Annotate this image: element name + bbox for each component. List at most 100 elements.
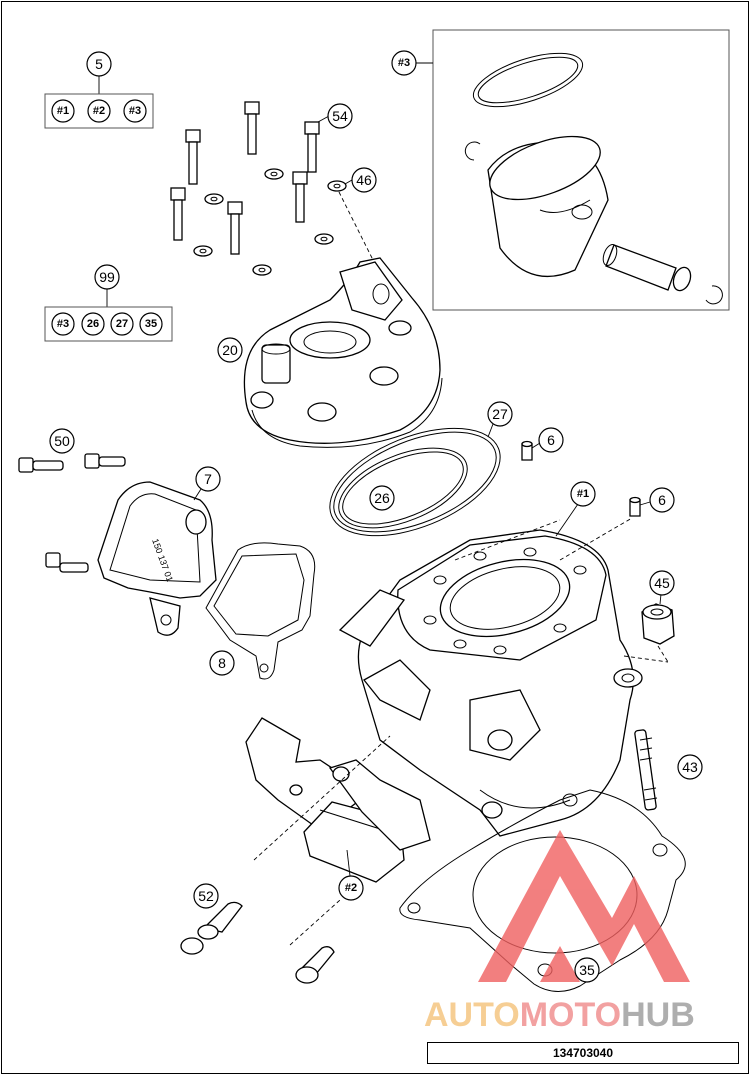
svg-text:5: 5 [95,56,103,72]
head-bolt[interactable] [244,101,260,155]
kit-99-item-4[interactable]: 35 [139,312,163,336]
callout-7[interactable]: 7 [195,466,221,492]
piston-circlip-right[interactable] [705,285,723,305]
piston-kit-box [432,29,730,311]
callout-52[interactable]: 52 [193,883,219,909]
screw-52[interactable] [180,937,204,955]
head-bolts-group [170,101,379,276]
head-washer[interactable] [327,180,347,192]
bolt-50[interactable] [45,552,89,573]
cylinder-nut[interactable] [641,603,675,645]
svg-text:99: 99 [99,269,115,285]
callout-27[interactable]: 27 [487,401,513,427]
kit-99-item-1[interactable]: #3 [51,312,75,336]
svg-text:27: 27 [116,318,128,330]
piston-ring[interactable] [467,42,588,117]
kit-5-item-3[interactable]: #3 [123,99,147,123]
svg-text:#3: #3 [57,318,69,330]
svg-text:50: 50 [54,433,70,449]
svg-text:#1: #1 [57,105,69,117]
callouts: 5 54 46 99 20 27 26 6 6 50 7 #1 45 8 43 … [49,50,703,983]
piston[interactable] [482,124,609,278]
head-gasket-inner[interactable] [328,432,479,544]
svg-text:6: 6 [658,492,666,508]
automotohub-watermark: AUTOMOTOHUB [424,830,695,1034]
kit-99-box [44,306,173,342]
kit-5-group: #1 #2 #3 [44,76,154,129]
head-bolt[interactable] [227,201,243,255]
watermark-logo-icon [478,830,690,982]
screw-52[interactable] [197,901,243,940]
head-bolt[interactable] [304,121,320,173]
svg-text:43: 43 [682,759,698,775]
svg-text:7: 7 [204,471,212,487]
head-washer[interactable] [204,193,224,205]
callout-6-top[interactable]: 6 [538,427,564,453]
cylinder-stud[interactable] [634,729,658,811]
cylinder[interactable] [338,529,643,837]
head-bolt[interactable] [185,129,201,185]
kit-99-group: #3 26 27 35 [44,289,173,342]
callout-2[interactable]: #2 [338,875,364,901]
exhaust-control-cover[interactable]: 150 137 01 [97,481,217,636]
callout-43[interactable]: 43 [677,754,703,780]
callout-20[interactable]: 20 [217,337,243,363]
callout-54[interactable]: 54 [327,103,353,129]
piston-circlip-left[interactable] [464,141,481,161]
svg-text:27: 27 [492,406,508,422]
svg-text:45: 45 [654,575,670,591]
cylinder-head[interactable] [243,257,443,448]
part-number-label: 134703040 [427,1042,739,1064]
svg-text:35: 35 [145,318,157,330]
bolt-50[interactable] [18,457,64,473]
callout-99[interactable]: 99 [94,264,120,290]
head-washer[interactable] [252,264,272,276]
kit-5-item-2[interactable]: #2 [87,99,111,123]
piston-pin[interactable] [601,243,694,293]
head-bolt[interactable] [292,171,308,223]
svg-text:26: 26 [87,318,99,330]
svg-text:#3: #3 [398,57,410,69]
svg-text:#2: #2 [345,882,357,894]
exhaust-valve-assembly[interactable] [245,717,431,883]
screw[interactable] [295,946,335,984]
svg-text:52: 52 [198,888,214,904]
bolt-50[interactable] [84,453,126,469]
svg-text:#1: #1 [577,488,589,500]
callout-3[interactable]: #3 [391,50,417,76]
callout-35[interactable]: 35 [574,957,600,983]
cover-gasket[interactable] [205,542,316,680]
head-washer[interactable] [314,233,334,245]
cylinder-base-gasket[interactable] [399,789,686,992]
kit-99-item-3[interactable]: 27 [110,312,134,336]
dowel-pin[interactable] [629,496,641,517]
svg-text:54: 54 [332,108,348,124]
callout-50[interactable]: 50 [49,428,75,454]
svg-text:#3: #3 [129,105,141,117]
head-gasket-outer[interactable] [315,407,516,558]
head-washer[interactable] [264,168,284,180]
head-washer[interactable] [193,245,213,257]
svg-text:46: 46 [356,172,372,188]
svg-text:6: 6 [547,432,555,448]
callout-5[interactable]: 5 [86,51,112,77]
piston-kit-group [416,29,730,311]
callout-1[interactable]: #1 [570,481,596,507]
kit-5-box [44,93,154,129]
head-bolt[interactable] [170,187,186,241]
svg-text:#2: #2 [93,105,105,117]
callout-46[interactable]: 46 [351,167,377,193]
svg-text:20: 20 [222,342,238,358]
callout-8[interactable]: 8 [209,650,235,676]
callout-45[interactable]: 45 [649,570,675,596]
svg-text:8: 8 [218,655,226,671]
kit-99-item-2[interactable]: 26 [81,312,105,336]
dowel-pin[interactable] [521,440,533,461]
callout-6-right[interactable]: 6 [649,487,675,513]
callout-26[interactable]: 26 [369,485,395,511]
kit-5-item-1[interactable]: #1 [51,99,75,123]
svg-text:AUTOMOTOHUB: AUTOMOTOHUB [424,996,695,1034]
svg-text:26: 26 [374,490,390,506]
